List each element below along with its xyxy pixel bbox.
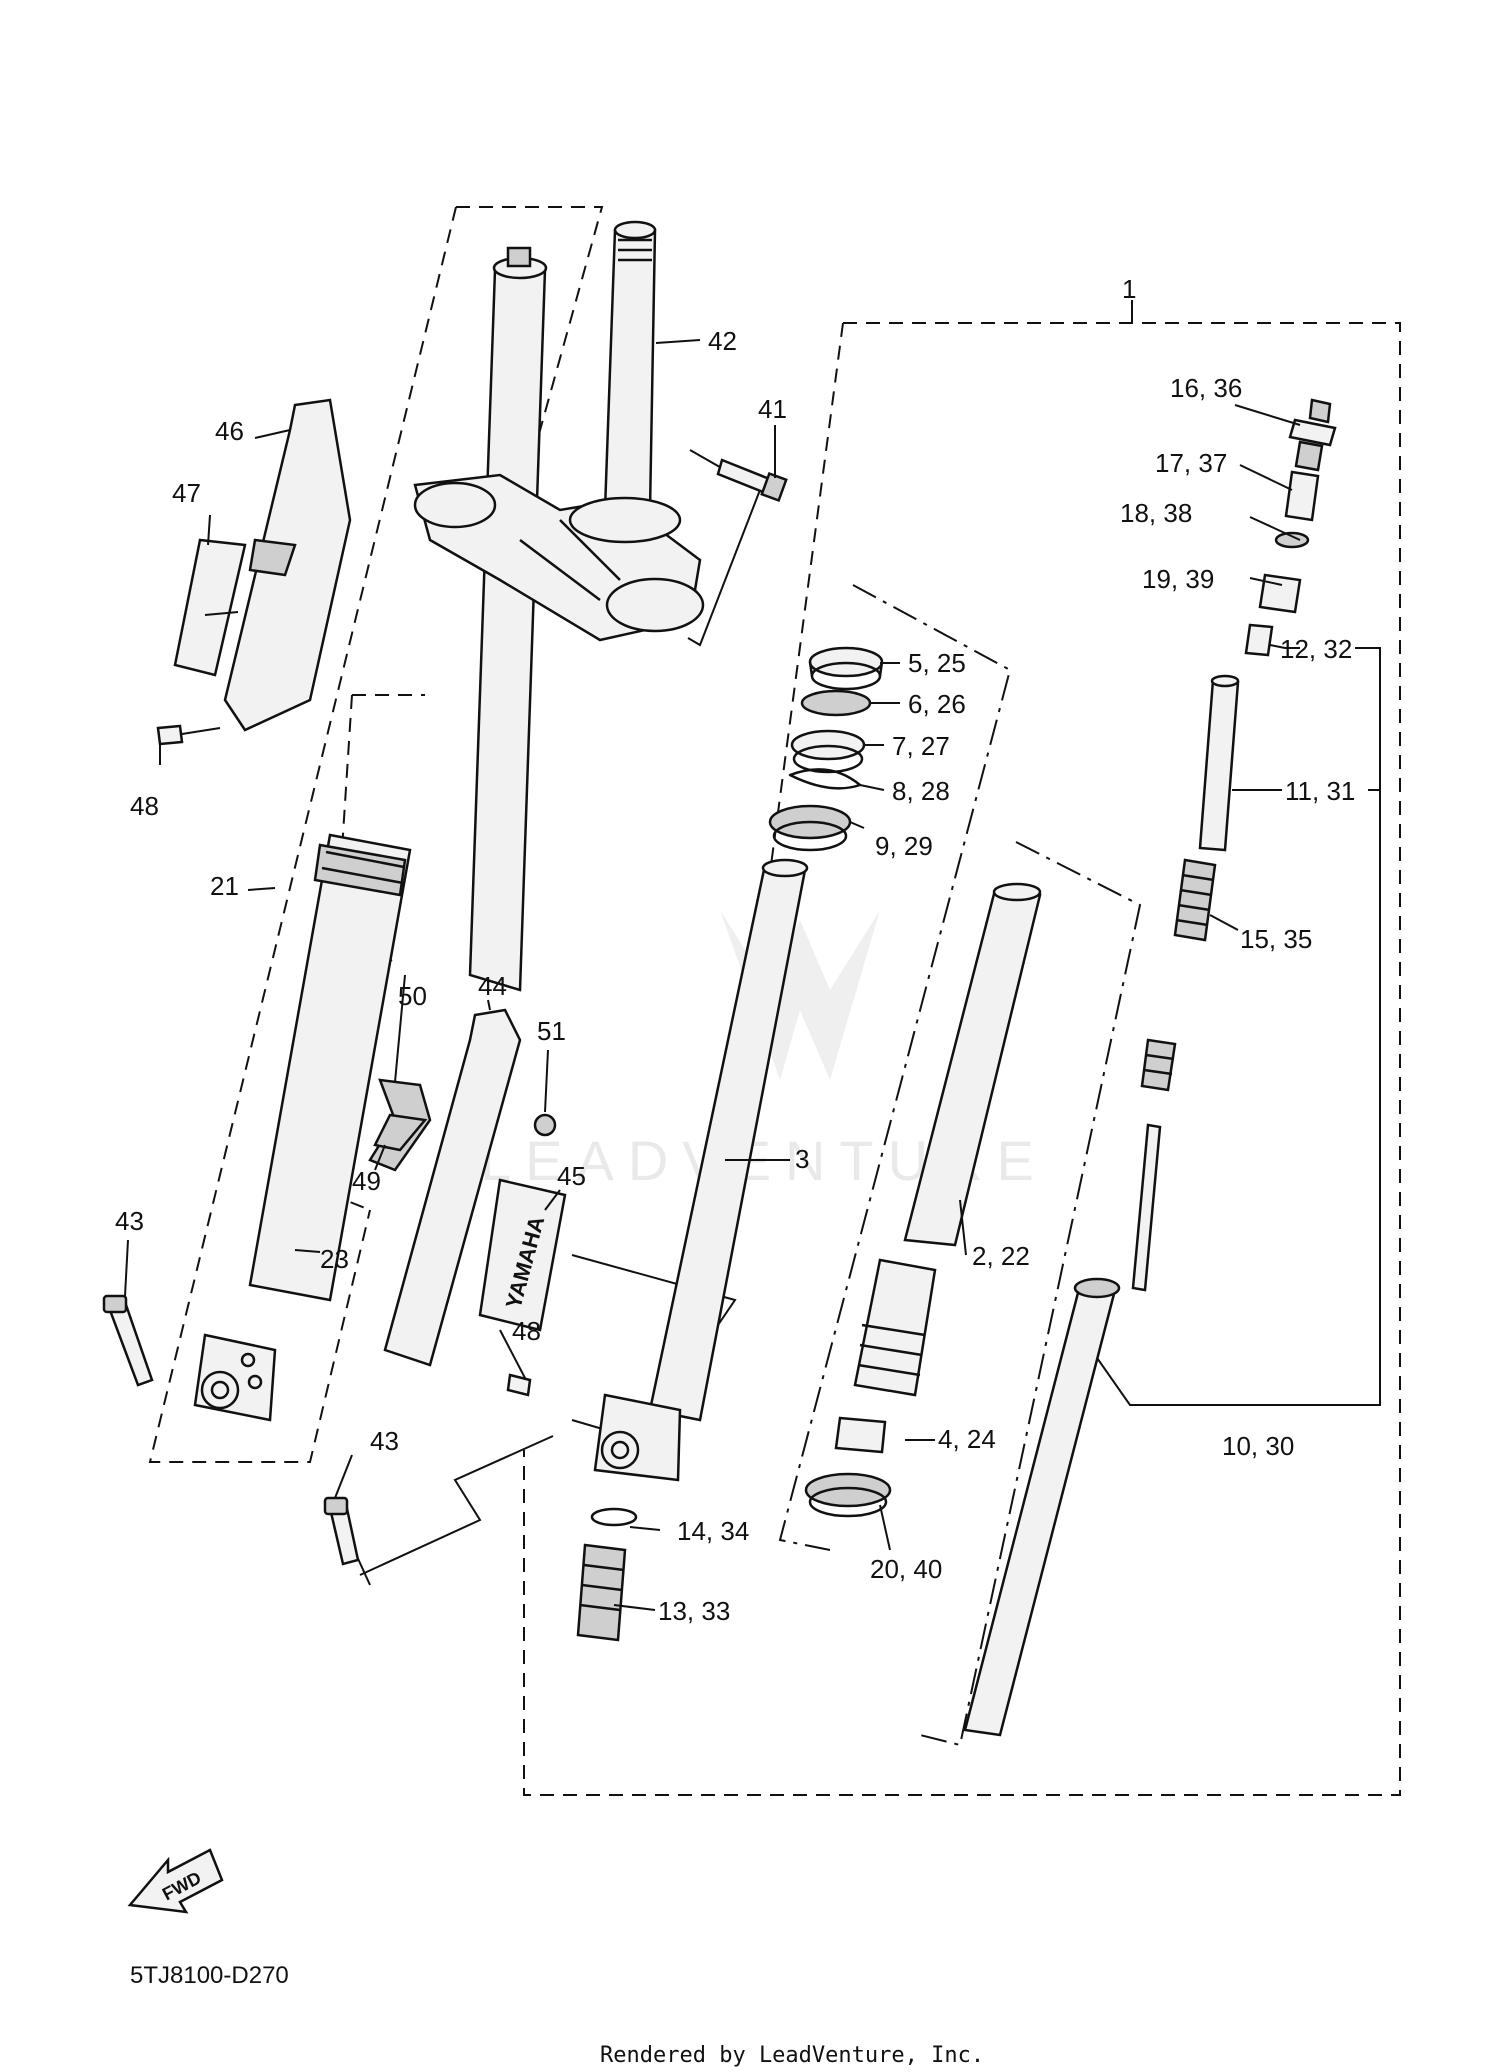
callout-12-32: 12, 32 [1280, 634, 1352, 664]
outer-axle-bracket [193, 1333, 277, 1422]
spring-15-35 [1173, 858, 1217, 942]
oring-14-34 [590, 1507, 638, 1527]
inner-axle-bracket [593, 1393, 682, 1482]
callout-16-36: 16, 36 [1170, 373, 1242, 403]
brand-decal [478, 1178, 567, 1332]
damper-group-chain [919, 841, 1142, 1747]
assembly-1-boundary [523, 322, 1401, 1796]
diagram-code: 5TJ8100-D270 [130, 1962, 289, 1989]
callout-46: 46 [215, 416, 244, 446]
callout-3: 3 [795, 1144, 809, 1174]
seal-20-40 [804, 1472, 892, 1508]
callout-17-37: 17, 37 [1155, 448, 1227, 478]
callout-5-25: 5, 25 [908, 648, 966, 678]
base-valve [576, 1507, 638, 1642]
callout-44: 44 [478, 971, 507, 1001]
outer-tube-upper [468, 268, 547, 992]
callout-9-29: 9, 29 [875, 831, 933, 861]
fork-guard-upper [156, 398, 352, 746]
callout-8-28: 8, 28 [892, 776, 950, 806]
callout-23: 23 [320, 1244, 349, 1274]
group-boundaries [148, 206, 1401, 1796]
washer-18-38 [1274, 531, 1310, 549]
cartridge-assembly [963, 398, 1337, 1737]
tube-ring [313, 843, 407, 897]
bolt-48b [506, 1373, 532, 1397]
steering-stem [568, 220, 682, 544]
bolt-13-33 [576, 1543, 627, 1642]
assembly-10-bracket [1087, 647, 1381, 1406]
callout-45: 45 [557, 1161, 586, 1191]
damper-tube [804, 882, 1042, 1518]
callout-6-26: 6, 26 [908, 689, 966, 719]
collar-12-32 [1244, 623, 1274, 657]
bracket-49 [373, 1113, 428, 1152]
callout-15-35: 15, 35 [1240, 924, 1312, 954]
callout-48a: 48 [130, 791, 159, 821]
callout-2-22: 2, 22 [972, 1241, 1030, 1271]
fork-guard-lower: YAMAHA [368, 1008, 567, 1397]
outer-tube-lower [248, 833, 412, 1302]
adjuster-17-37 [1284, 470, 1320, 522]
callout-13-33: 13, 33 [658, 1596, 730, 1626]
bushing-19-39 [1258, 573, 1302, 614]
bolt-48a [156, 724, 184, 746]
callout-21: 21 [210, 871, 239, 901]
triple-clamp [413, 473, 705, 642]
bolt-43b-link [359, 1435, 554, 1576]
callout-43b: 43 [370, 1426, 399, 1456]
inner-tube [593, 858, 809, 1482]
callout-50: 50 [398, 981, 427, 1011]
washer-6-26 [800, 689, 872, 717]
fwd-arrow-icon [127, 1848, 224, 1914]
bolt-43b [323, 1496, 360, 1566]
callout-11-31: 11, 31 [1285, 776, 1355, 806]
bolt-41 [716, 458, 788, 503]
fwd-arrow: FWD [127, 1848, 224, 1914]
callout-49: 49 [352, 1166, 381, 1196]
callout-41: 41 [758, 394, 787, 424]
cap-16-36 [1288, 418, 1337, 447]
callout-51: 51 [537, 1016, 566, 1046]
callout-43a: 43 [115, 1206, 144, 1236]
guard-44 [383, 1008, 522, 1367]
outer-fork-tube [193, 246, 548, 1422]
callout-18-38: 18, 38 [1120, 498, 1192, 528]
bolt-43a [102, 1294, 154, 1387]
callout-47: 47 [172, 478, 201, 508]
outer-tube-boundary-top [456, 206, 604, 489]
damper-rod-10-30 [963, 1283, 1117, 1737]
callout-4-24: 4, 24 [938, 1424, 996, 1454]
callout-14-34: 14, 34 [677, 1516, 749, 1546]
nut-51 [533, 1113, 557, 1137]
callout-10-30: 10, 30 [1222, 1431, 1294, 1461]
callout-48b: 48 [512, 1316, 541, 1346]
outer-tube-boundary-left [148, 206, 457, 1463]
callout-20-40: 20, 40 [870, 1554, 942, 1584]
credit-text: Rendered by LeadVenture, Inc. [600, 2043, 984, 2068]
callout-labels: 1 42 41 46 47 48 21 16, 36 17, 37 18, 38… [115, 274, 1355, 1626]
decal-47 [173, 538, 247, 677]
leader-lines [124, 300, 1301, 1611]
callout-1: 1 [1122, 274, 1136, 304]
bushing-4-24 [834, 1416, 887, 1454]
seal-stack [768, 646, 884, 852]
callout-19-39: 19, 39 [1142, 564, 1214, 594]
rod-11-31 [1198, 678, 1240, 852]
callout-7-27: 7, 27 [892, 731, 950, 761]
callout-42: 42 [708, 326, 737, 356]
